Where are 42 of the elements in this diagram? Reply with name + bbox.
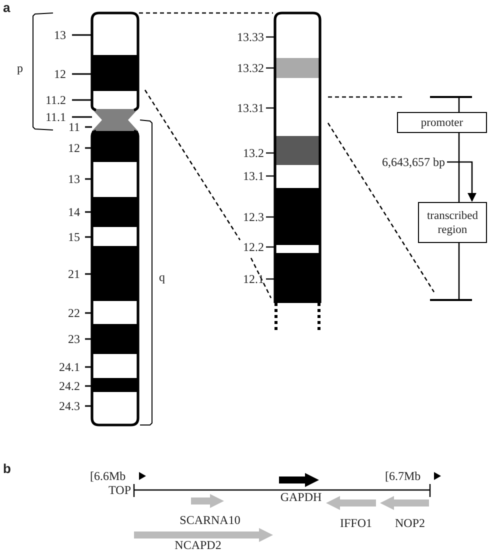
band-label: 11 [68, 120, 80, 134]
band-label: 13 [54, 28, 66, 42]
band-label: 11.1 [45, 110, 66, 124]
connector-line [458, 98, 460, 112]
gene-label: NCAPD2 [174, 538, 222, 552]
panel-letter: b [3, 462, 11, 476]
process-box: promoter [397, 112, 487, 133]
band-label: 12 [54, 67, 66, 81]
position-label: TOP [108, 483, 131, 497]
panel-letter: a [3, 1, 10, 15]
band-label: 12.2 [243, 240, 264, 254]
arm-label: p [17, 61, 23, 75]
arrow [447, 161, 477, 202]
arm-label: q [159, 270, 165, 284]
band-label: 15 [68, 230, 80, 244]
connector-line [458, 243, 460, 299]
gene-label: IFFO1 [340, 516, 372, 530]
band-label: 12.1 [243, 272, 264, 286]
process-box: transcribed region [418, 202, 487, 243]
position-label: 6,643,657 bp [373, 154, 445, 170]
band-label: 13 [68, 172, 80, 186]
band-label: 13.33 [237, 30, 264, 44]
band-label: 21 [68, 267, 80, 281]
band-label: 13.31 [237, 101, 264, 115]
band-label: 23 [68, 332, 80, 346]
band-label: 13.1 [243, 169, 264, 183]
position-label: [6.6Mb [90, 469, 126, 483]
band-label: 24.2 [59, 379, 80, 393]
connector-line [458, 133, 460, 202]
band-label: 12 [68, 141, 80, 155]
gene-label: SCARNA10 [180, 513, 240, 527]
band-label: 13.2 [243, 146, 264, 160]
band-label: 14 [68, 205, 80, 219]
band-label: 13.32 [237, 61, 264, 75]
band-label: 11.2 [45, 93, 66, 107]
band-label: 24.1 [59, 360, 80, 374]
position-label: [6.7Mb [385, 469, 421, 483]
band-label: 22 [68, 306, 80, 320]
gene-label: NOP2 [395, 516, 425, 530]
band-label: 24.3 [59, 399, 80, 413]
band-label: 12.3 [243, 210, 264, 224]
gene-label: GAPDH [280, 490, 322, 504]
